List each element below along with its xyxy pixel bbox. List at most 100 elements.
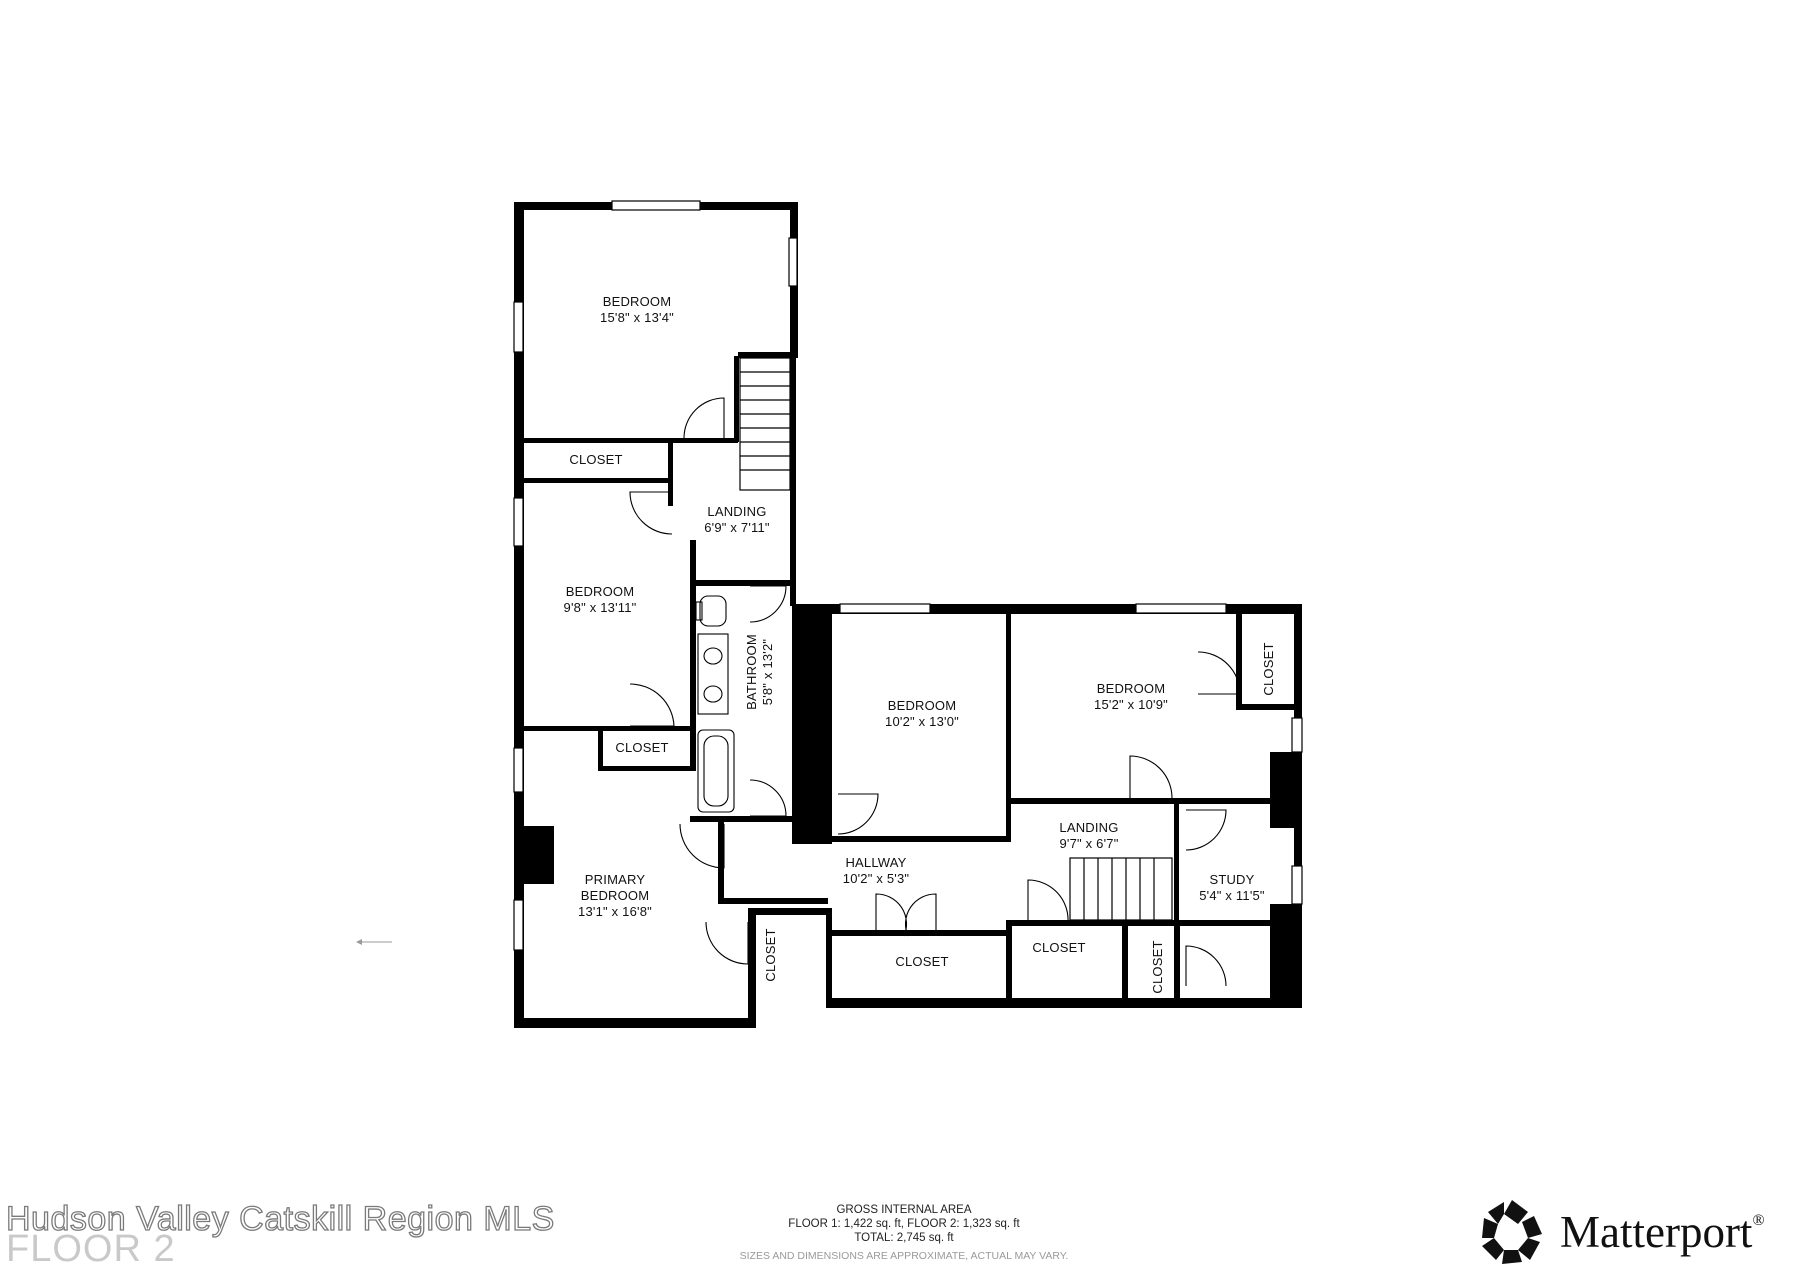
matterport-logo-icon xyxy=(1482,1200,1542,1264)
room-name: PRIMARY xyxy=(584,872,646,887)
door xyxy=(629,491,673,535)
stair-landing xyxy=(1069,857,1173,921)
room-bathroom: BATHROOM 5'8" x 13'2" xyxy=(744,634,776,710)
door xyxy=(837,793,879,835)
door xyxy=(1185,809,1227,851)
area-summary: GROSS INTERNAL AREA FLOOR 1: 1,422 sq. f… xyxy=(740,1203,1069,1263)
room-name: BEDROOM xyxy=(1096,681,1166,696)
door xyxy=(1129,755,1173,799)
wall xyxy=(734,356,739,442)
room-dims: 9'8" x 13'11" xyxy=(563,600,637,615)
room-closet-primary: CLOSET xyxy=(763,928,779,981)
room-name: BATHROOM xyxy=(744,634,759,710)
bathtub xyxy=(697,729,735,813)
wall xyxy=(738,352,798,358)
mls-watermark: Hudson Valley Catskill Region MLS xyxy=(5,1199,555,1238)
bathtub-basin xyxy=(703,735,729,807)
wall xyxy=(668,438,673,506)
door xyxy=(1197,651,1241,695)
compass-arrow-icon xyxy=(356,939,362,945)
wall xyxy=(748,908,832,915)
wall xyxy=(790,352,796,606)
window xyxy=(839,603,931,614)
door xyxy=(875,893,908,937)
floor-title: FLOOR 2 xyxy=(6,1228,176,1270)
wall xyxy=(718,816,724,902)
chimney xyxy=(520,826,554,884)
brand-name: Matterport® xyxy=(1560,1206,1765,1258)
window xyxy=(611,200,701,211)
window xyxy=(1291,717,1303,753)
room-name-line2: BEDROOM xyxy=(580,888,650,903)
window xyxy=(513,747,524,793)
room-bedroom-right: BEDROOM 15'2" x 10'9" xyxy=(1094,681,1168,713)
door xyxy=(749,779,787,817)
door xyxy=(1027,879,1069,923)
toilet-tank xyxy=(695,601,703,621)
wall xyxy=(690,816,792,822)
stairs xyxy=(739,357,1173,921)
wall xyxy=(1236,704,1296,710)
room-dims: 15'8" x 13'4" xyxy=(600,310,674,325)
doors xyxy=(629,397,1241,987)
wall xyxy=(598,766,696,771)
room-closet-study: CLOSET xyxy=(1150,940,1166,993)
area-heading: GROSS INTERNAL AREA xyxy=(836,1204,972,1216)
wall xyxy=(1006,612,1011,842)
wall xyxy=(718,898,828,904)
wall xyxy=(1006,920,1174,926)
matterport-logo: Matterport® xyxy=(1478,1197,1765,1267)
wall xyxy=(832,836,1010,842)
door xyxy=(1185,945,1227,987)
wall xyxy=(690,720,696,770)
wall xyxy=(598,726,603,770)
room-name: BEDROOM xyxy=(602,294,672,309)
stair-top xyxy=(739,357,791,491)
wall xyxy=(520,478,672,483)
wall-mass xyxy=(792,604,832,844)
brand-name-text: Matterport xyxy=(1560,1207,1753,1257)
wall xyxy=(690,540,696,720)
room-landing-right: LANDING 9'7" x 6'7" xyxy=(1059,820,1118,852)
room-closet-right-top: CLOSET xyxy=(1261,642,1277,695)
sink-icon xyxy=(703,685,723,703)
window xyxy=(513,301,524,353)
wall xyxy=(1174,924,1180,1004)
wall xyxy=(1236,612,1242,710)
room-name: CLOSET xyxy=(1261,642,1276,696)
window xyxy=(1135,603,1227,614)
wall xyxy=(514,1018,756,1028)
wall xyxy=(1122,920,1128,1000)
sink-icon xyxy=(703,647,723,665)
room-dims: 9'7" x 6'7" xyxy=(1059,836,1119,851)
room-dims: 5'4" x 11'5" xyxy=(1199,888,1265,903)
toilet xyxy=(699,595,727,627)
room-name: CLOSET xyxy=(1150,940,1165,994)
wall xyxy=(520,726,696,731)
door xyxy=(749,585,787,623)
door xyxy=(629,683,675,727)
room-closet-mid: CLOSET xyxy=(615,740,668,756)
room-name: CLOSET xyxy=(895,954,949,969)
room-name: CLOSET xyxy=(569,452,623,467)
room-name: CLOSET xyxy=(1032,940,1086,955)
area-floors: FLOOR 1: 1,422 sq. ft, FLOOR 2: 1,323 sq… xyxy=(788,1218,1020,1230)
wall xyxy=(690,580,794,586)
room-name: BEDROOM xyxy=(565,584,635,599)
wall xyxy=(826,930,832,1004)
room-name: HALLWAY xyxy=(845,855,907,870)
wall xyxy=(794,604,1302,614)
window xyxy=(788,237,798,287)
room-name: STUDY xyxy=(1209,872,1255,887)
room-dims: 15'2" x 10'9" xyxy=(1094,697,1168,712)
window xyxy=(513,899,524,951)
wall xyxy=(832,930,1010,936)
wall xyxy=(514,202,524,1028)
room-study: STUDY 5'4" x 11'5" xyxy=(1199,872,1265,904)
door xyxy=(705,921,749,965)
room-dims: 6'9" x 7'11" xyxy=(704,520,770,535)
wall xyxy=(520,438,672,443)
wall xyxy=(1006,798,1294,804)
door xyxy=(904,893,937,937)
wall xyxy=(1006,920,1012,1000)
